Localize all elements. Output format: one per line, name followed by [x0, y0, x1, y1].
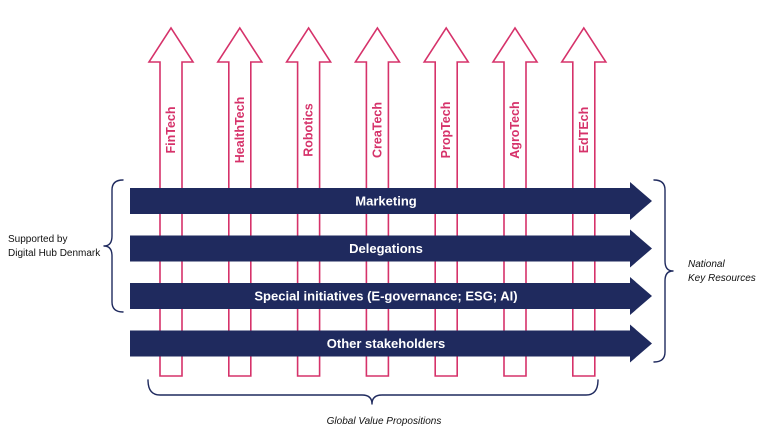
right-brace	[653, 179, 674, 363]
pillar-label: PropTech	[439, 102, 453, 159]
bar-label: Marketing	[355, 194, 416, 209]
bar-label: Other stakeholders	[327, 336, 446, 351]
bottom-brace-label: Global Value Propositions	[0, 415, 768, 429]
bottom-brace-label-text: Global Value Propositions	[326, 416, 442, 427]
bar-3: Special initiatives (E-governance; ESG; …	[130, 277, 652, 315]
pillar-label: CreaTech	[370, 102, 384, 158]
bar-label: Delegations	[349, 241, 423, 256]
pillar-label: AgroTech	[508, 101, 522, 158]
bar-arrow-shape	[130, 324, 652, 363]
left-brace	[103, 179, 124, 313]
braces	[103, 179, 674, 405]
bottom-brace	[147, 379, 599, 405]
pillar-label: HealthTech	[233, 97, 247, 163]
bar-arrow-shape	[130, 182, 652, 220]
bar-2: Delegations	[130, 229, 652, 268]
left-brace-label-line2: Digital Hub Denmark	[8, 248, 101, 259]
pillar-label: EdTEch	[577, 107, 591, 154]
right-brace-label-line1: National	[688, 259, 725, 270]
right-brace-label: National Key Resources	[688, 258, 756, 286]
right-brace-label-line2: Key Resources	[688, 273, 756, 284]
left-brace-label: Supported by Digital Hub Denmark	[8, 233, 100, 261]
left-brace-label-line1: Supported by	[8, 234, 68, 245]
bar-arrow-shape	[130, 229, 652, 268]
bar-4: Other stakeholders	[130, 324, 652, 363]
bar-arrow-shape	[130, 277, 652, 315]
pillar-label: Robotics	[302, 103, 316, 157]
pillar-label: FinTech	[164, 107, 178, 154]
bar-1: Marketing	[130, 182, 652, 220]
bar-label: Special initiatives (E-governance; ESG; …	[254, 289, 517, 304]
